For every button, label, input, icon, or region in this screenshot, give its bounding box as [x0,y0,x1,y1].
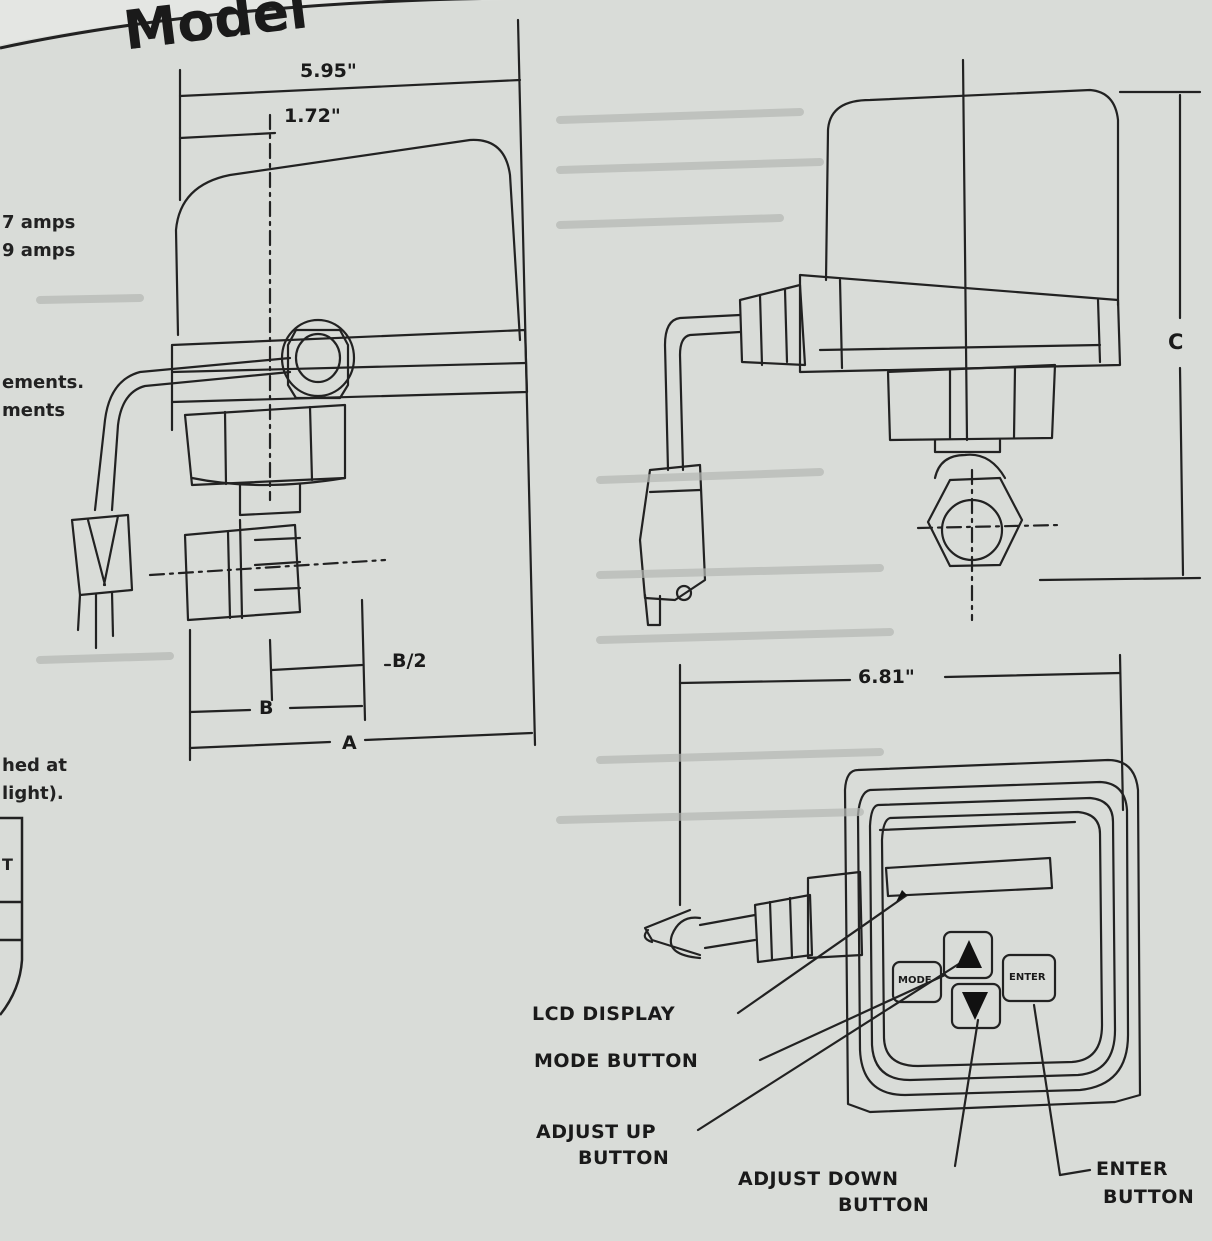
callout-enter-1: ENTER [1096,1158,1168,1180]
note-amps-2: 9 amps [2,240,76,261]
callout-adjust-down-1: ADJUST DOWN [738,1168,899,1190]
mode-key-label: MODE [898,975,932,986]
callout-mode-button: MODE BUTTON [534,1050,699,1072]
dim-a: A [342,732,357,754]
callout-enter-2: BUTTON [1103,1186,1195,1208]
valve-side-view [638,58,1202,627]
dim-overall-width: 5.95" [300,60,357,82]
dim-shaft-offset: 1.72" [284,105,341,127]
callout-adjust-down-2: BUTTON [838,1194,930,1216]
enter-key-label: ENTER [1009,972,1046,983]
dim-controller-width: 6.81" [858,666,915,688]
table-cell-fragment: T [2,855,13,874]
note-hed-at: hed at [2,755,67,776]
callout-lcd-display: LCD DISPLAY [532,1003,676,1025]
note-amps-1: 7 amps [2,212,76,233]
note-ements-1: ements. [2,372,85,393]
dim-b: B [259,697,274,719]
dim-height-c: C [1168,330,1184,354]
valve-front-view [70,18,537,762]
dim-half-b: B/2 [392,650,427,672]
note-ements-2: ments [2,400,66,421]
note-light: light). [2,783,64,804]
callout-adjust-up-1: ADJUST UP [536,1121,657,1143]
callout-adjust-up-2: BUTTON [578,1147,670,1169]
controller-front-view [643,653,1142,1177]
